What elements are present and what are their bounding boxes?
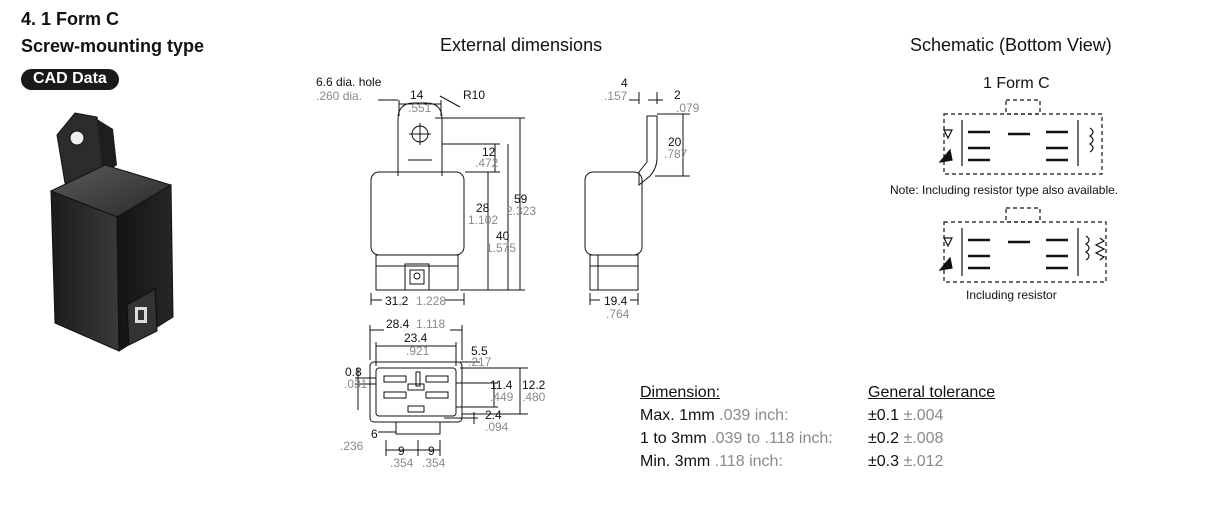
dim-4: 4 <box>621 76 628 90</box>
dim-9-left-inch: .354 <box>390 456 414 470</box>
dim-14-inch: .551 <box>408 101 432 115</box>
product-type-heading: Screw-mounting type <box>21 36 205 56</box>
dim-0-8: 0.8 <box>345 365 362 379</box>
hole-label: 6.6 dia. hole <box>316 75 382 89</box>
dim-40-inch: 1.575 <box>486 241 516 255</box>
schematic-form-c <box>938 99 1103 175</box>
row-dim: 1 to 3mm <box>640 430 707 447</box>
dim-40: 40 <box>496 229 510 243</box>
dim-12-2-inch: .480 <box>522 390 546 404</box>
dim-11-4-inch: .449 <box>490 390 514 404</box>
dim-28: 28 <box>476 201 490 215</box>
cad-data-button[interactable]: CAD Data <box>21 69 119 90</box>
dim-20: 20 <box>668 135 682 149</box>
dim-23-4-inch: .921 <box>406 344 430 358</box>
row-dim-inch: .039 inch: <box>719 407 789 424</box>
section-heading: 4. 1 Form C <box>21 9 120 29</box>
dim-6-inch: .236 <box>340 439 364 453</box>
dim-2-4: 2.4 <box>485 408 502 422</box>
schematic-note: Note: Including resistor type also avail… <box>890 183 1119 197</box>
dim-5-5: 5.5 <box>471 344 488 358</box>
dim-6: 6 <box>371 427 378 441</box>
dim-19-4-inch: .764 <box>606 307 630 321</box>
dim-r10: R10 <box>463 88 485 102</box>
row-dim: Min. 3mm <box>640 453 711 470</box>
row-tol: ±0.3 <box>868 453 900 470</box>
dim-12-inch: .472 <box>475 156 499 170</box>
dimension-header: Dimension: <box>640 384 721 401</box>
relay-product-image <box>49 112 174 352</box>
schematic-with-resistor <box>938 207 1107 283</box>
external-dimensions-title: External dimensions <box>440 35 603 55</box>
dim-11-4: 11.4 <box>490 378 513 392</box>
dim-2-inch: .079 <box>676 101 700 115</box>
row-tol-inch: ±.008 <box>903 430 944 447</box>
hole-label-inch: .260 dia. <box>316 89 362 103</box>
row-tol-inch: ±.004 <box>903 407 944 424</box>
tolerance-header: General tolerance <box>868 384 996 401</box>
dim-5-5-inch: .217 <box>468 355 492 369</box>
schematic-resistor-caption: Including resistor <box>966 288 1057 302</box>
dim-31-2-inch: 1.228 <box>416 294 446 308</box>
row-tol-inch: ±.012 <box>903 453 944 470</box>
dim-2-4-inch: .094 <box>485 420 509 434</box>
row-dim-inch: .039 to .118 inch: <box>711 430 833 447</box>
row-tol: ±0.1 <box>868 407 900 424</box>
dim-28-4: 28.4 <box>386 317 410 331</box>
dim-12: 12 <box>482 145 496 159</box>
row-dim-inch: .118 inch: <box>714 453 783 470</box>
dim-9-left: 9 <box>398 444 405 458</box>
schematic-form-label: 1 Form C <box>983 75 1050 92</box>
dim-14: 14 <box>410 88 424 102</box>
dim-31-2: 31.2 <box>385 294 409 308</box>
dim-59-inch: 2.323 <box>506 204 536 218</box>
dim-2: 2 <box>674 88 681 102</box>
dim-12-2: 12.2 <box>522 378 546 392</box>
row-dim: Max. 1mm <box>640 407 715 424</box>
dim-28-4-inch: 1.118 <box>416 317 445 331</box>
dim-59: 59 <box>514 192 528 206</box>
dim-20-inch: .787 <box>664 147 688 161</box>
dim-19-4: 19.4 <box>604 294 628 308</box>
dim-9-right-inch: .354 <box>422 456 446 470</box>
row-tol: ±0.2 <box>868 430 900 447</box>
dim-23-4: 23.4 <box>404 331 428 345</box>
dim-0-8-inch: .031 <box>344 377 368 391</box>
schematic-title: Schematic (Bottom View) <box>910 35 1112 55</box>
dim-9-right: 9 <box>428 444 435 458</box>
dim-28-inch: 1.102 <box>468 213 498 227</box>
dim-4-inch: .157 <box>604 89 628 103</box>
